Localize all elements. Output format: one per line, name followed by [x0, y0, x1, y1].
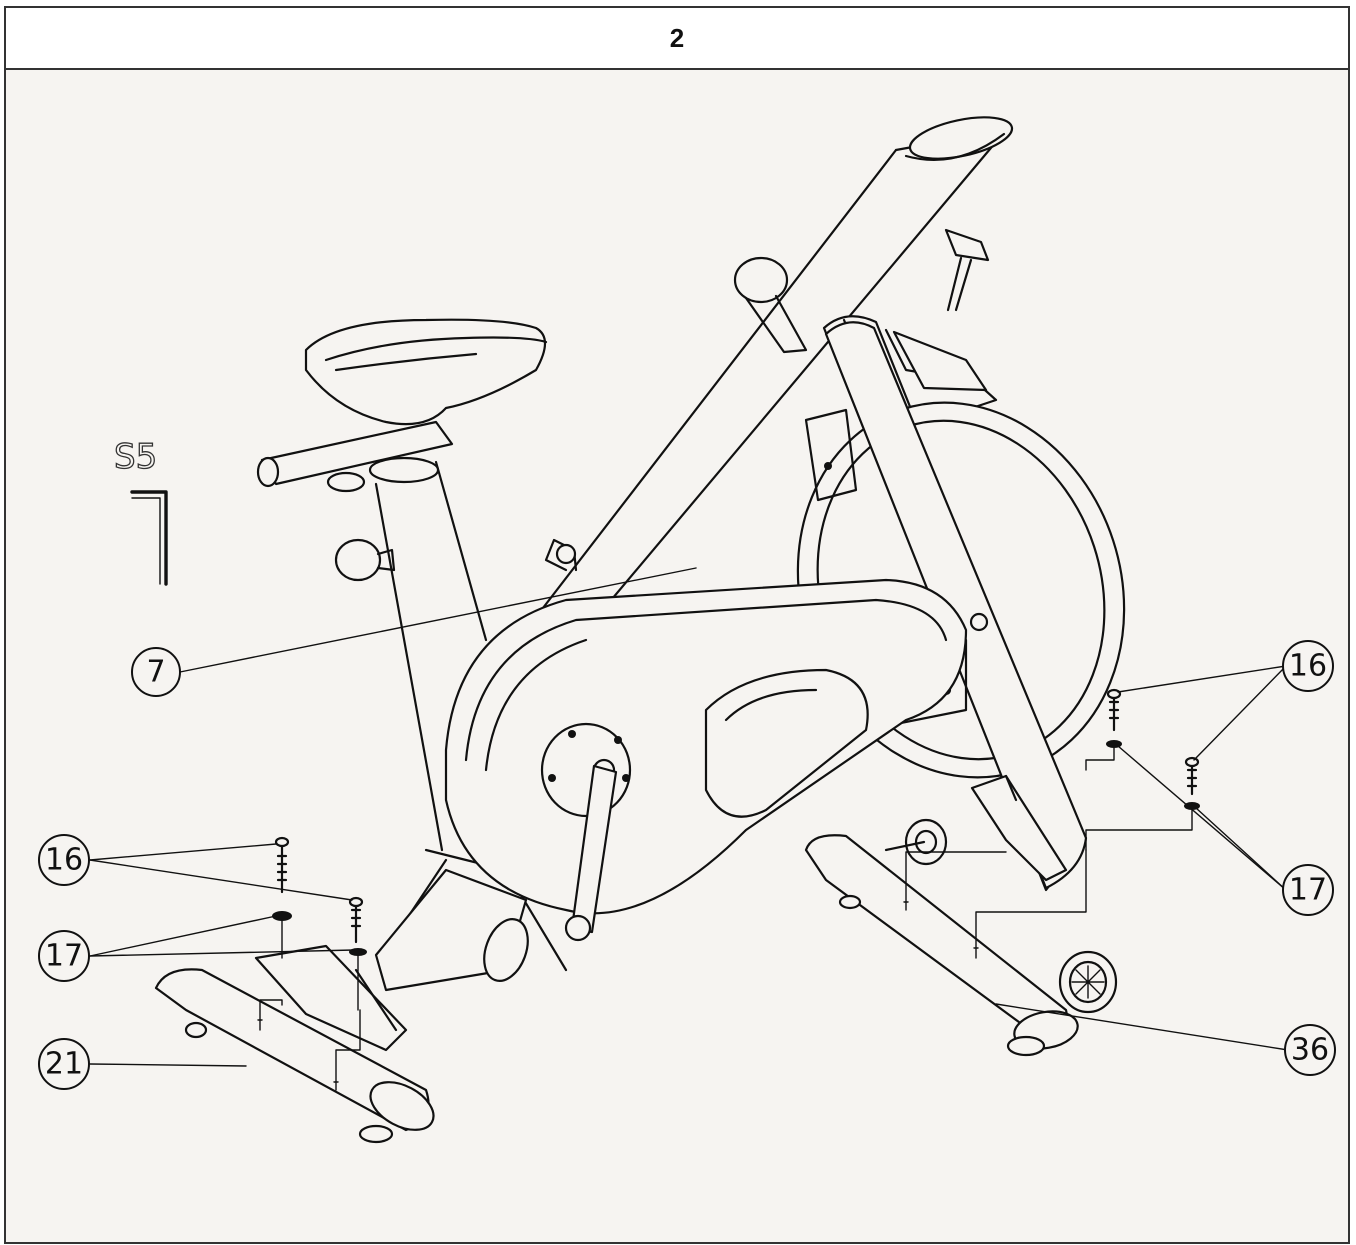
- callout-21: 21: [38, 1038, 90, 1090]
- resistance-knob: [733, 256, 808, 354]
- callout-36: 36: [1284, 1024, 1336, 1076]
- callout-17-right-label: 17: [1289, 873, 1327, 908]
- pedal-crank: [564, 764, 618, 942]
- seat-assembly: [256, 318, 548, 852]
- callout-16-right-label: 16: [1289, 649, 1327, 684]
- main-frame: [374, 538, 968, 992]
- callout-36-label: 36: [1291, 1033, 1329, 1068]
- instruction-panel: 2 S5: [4, 6, 1350, 1244]
- step-number: 2: [669, 22, 685, 53]
- step-header: 2: [6, 8, 1348, 70]
- callout-16-left-label: 16: [45, 843, 83, 878]
- callout-16-left: 16: [38, 834, 90, 886]
- callout-21-label: 21: [45, 1047, 83, 1082]
- allen-key-icon: [130, 490, 168, 586]
- callout-17-right: 17: [1282, 864, 1334, 916]
- allen-key-inner: [131, 497, 161, 585]
- handlebar-post: [524, 116, 1014, 632]
- rear-stabilizer: [154, 836, 435, 1144]
- front-stabilizer: [804, 688, 1200, 1057]
- assembly-diagram: S5: [6, 70, 1348, 1244]
- exercise-bike-drawing: S5: [38, 116, 1336, 1144]
- allen-key-tool: S5: [113, 436, 168, 586]
- callout-17-left: 17: [38, 930, 90, 982]
- tool-label: S5: [114, 437, 157, 477]
- callout-7-label: 7: [146, 655, 165, 690]
- callout-17-left-label: 17: [45, 939, 83, 974]
- leader-lines: [89, 567, 1289, 1067]
- callout-16-right: 16: [1282, 640, 1334, 692]
- callout-7: 7: [131, 647, 181, 697]
